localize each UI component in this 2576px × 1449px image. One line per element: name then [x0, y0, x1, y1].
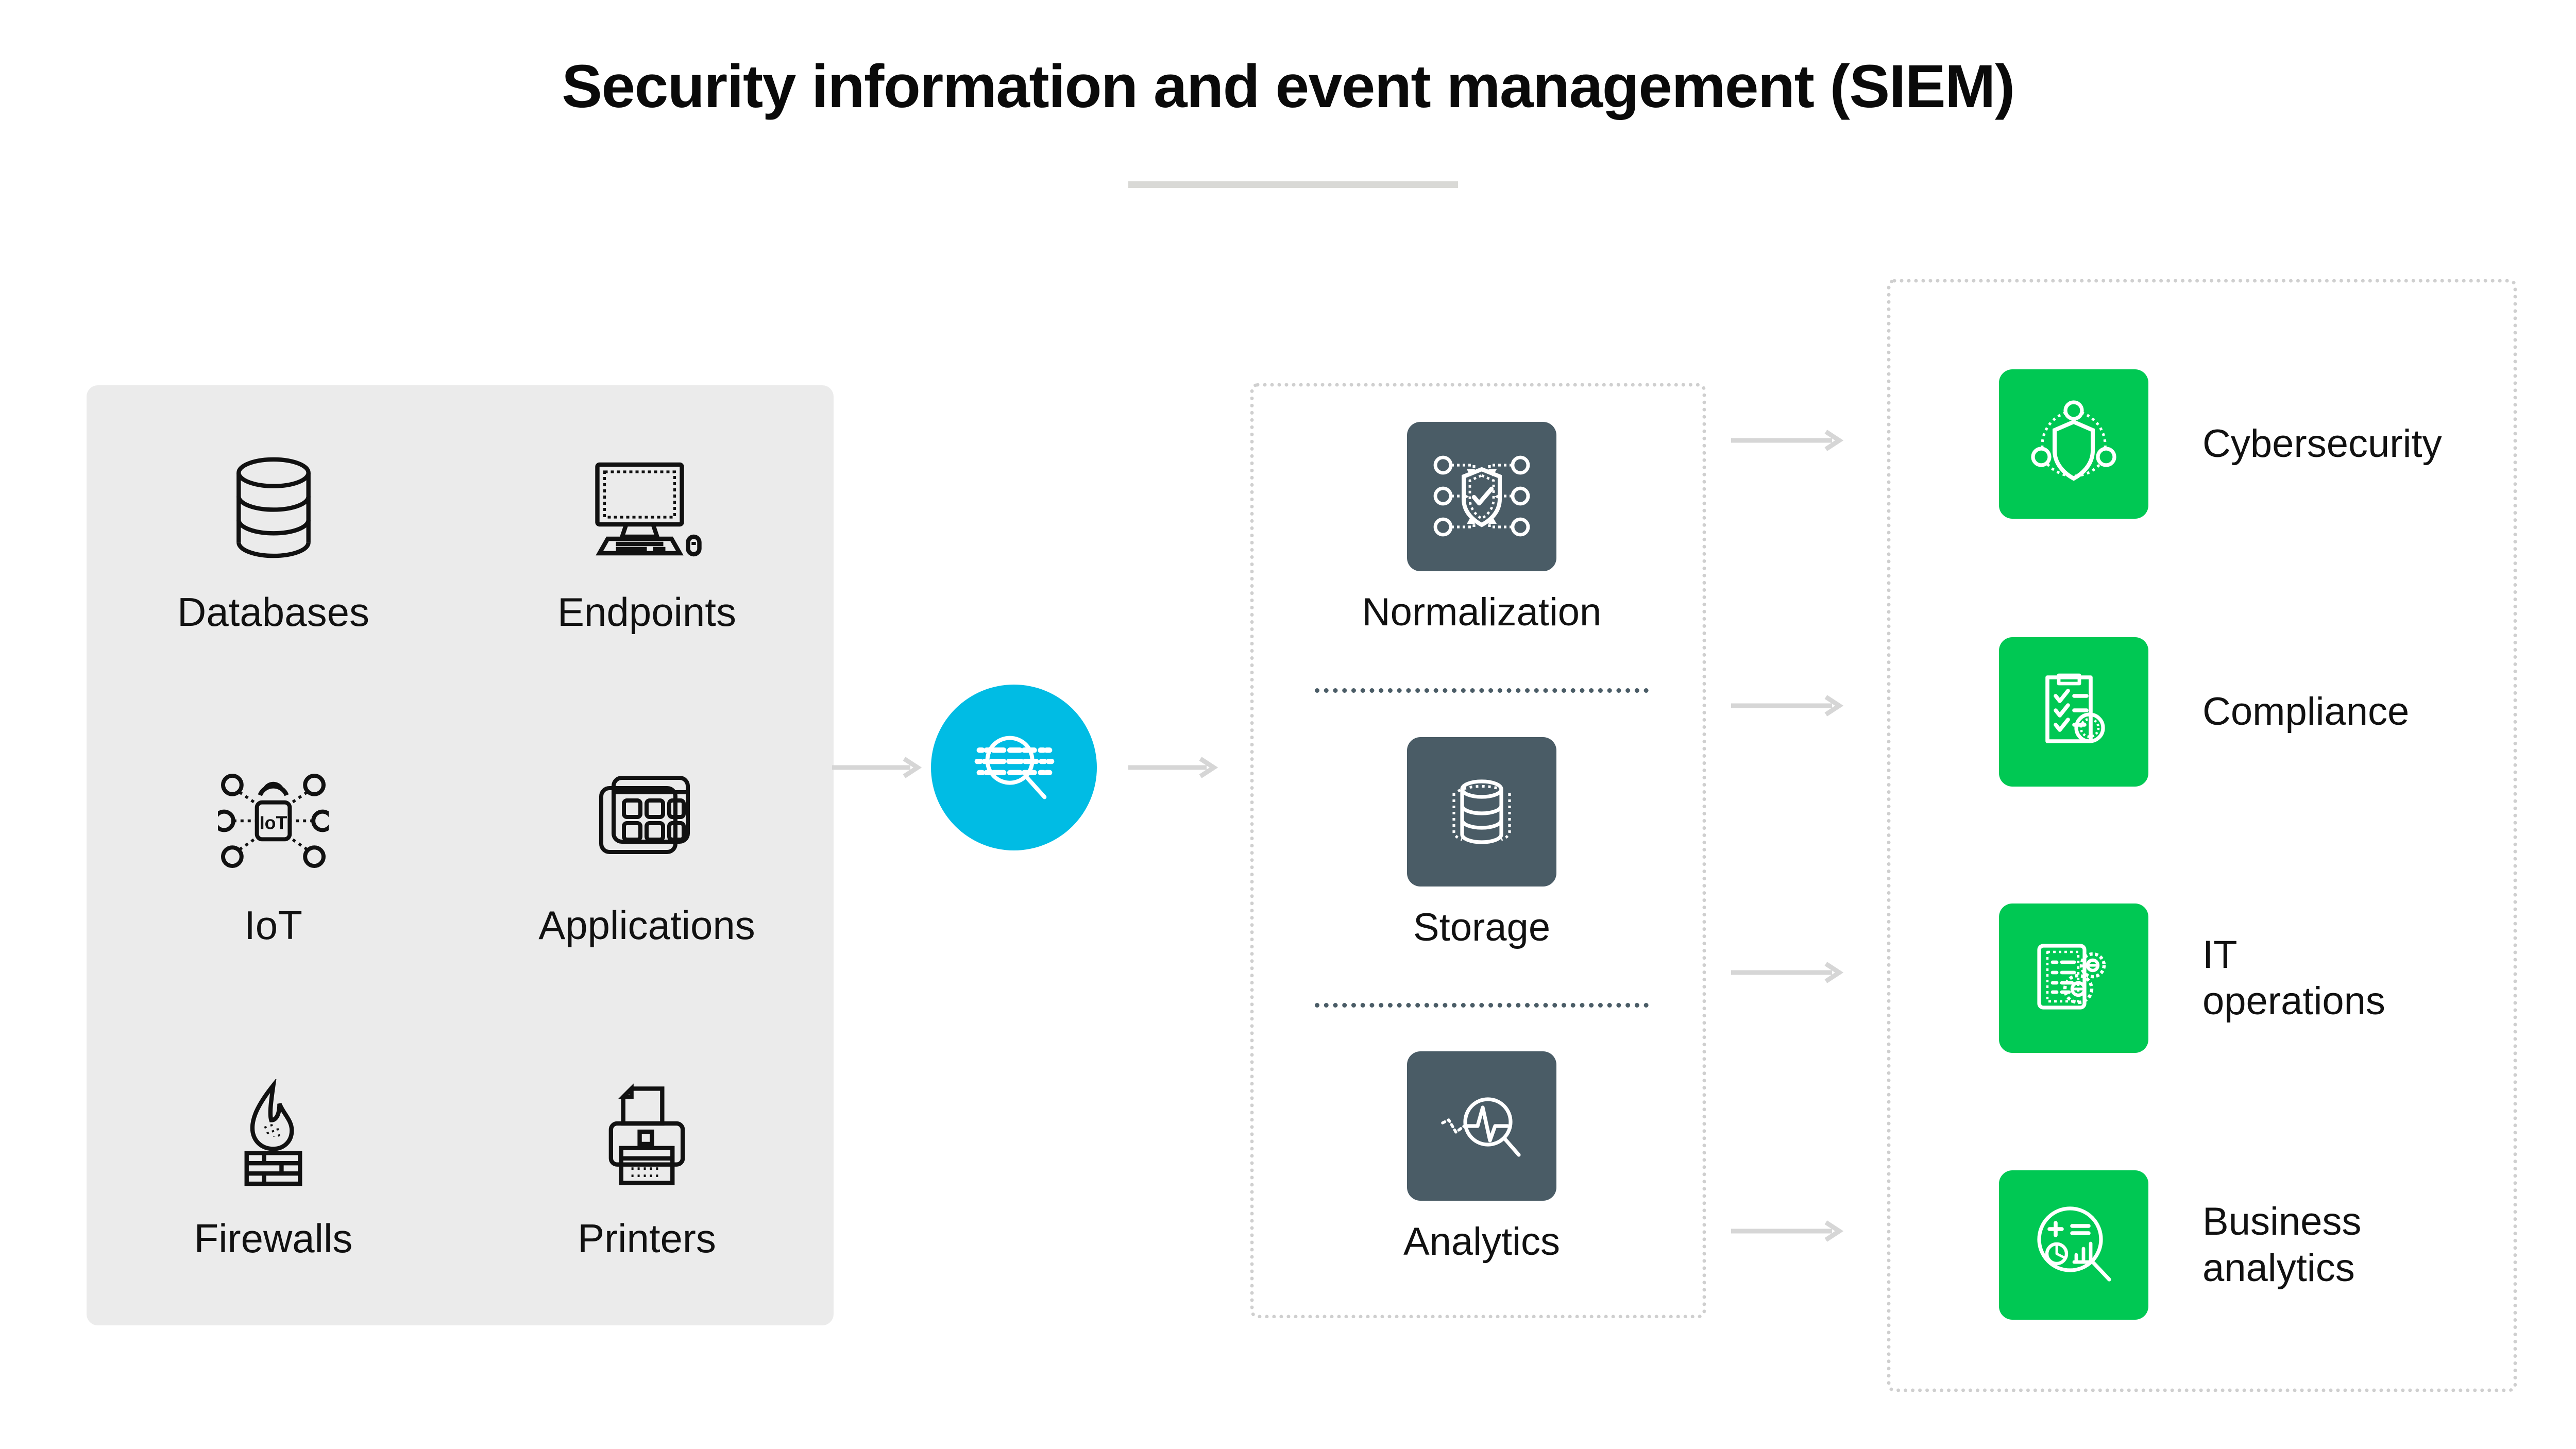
source-item-printers[interactable]: Printers [578, 1075, 716, 1262]
document-gears-icon [1999, 904, 2148, 1053]
stage-label: Analytics [1403, 1220, 1561, 1264]
database-icon [222, 449, 325, 567]
source-item-endpoints[interactable]: Endpoints [557, 449, 736, 636]
arrow-to-business-analytics [1731, 1213, 1850, 1252]
siem-hub[interactable] [931, 685, 1097, 850]
pipeline-separator-2 [1315, 1003, 1649, 1008]
source-item-firewalls[interactable]: Firewalls [194, 1075, 353, 1262]
page-title: Security information and event managemen… [562, 53, 2015, 121]
arrow-to-it-operations [1731, 954, 1850, 993]
pipeline-separator-1 [1315, 688, 1649, 693]
pipeline-stage-analytics[interactable]: Analytics [1254, 1051, 1709, 1264]
source-label: Applications [538, 902, 755, 948]
magnifying-glass-logs-icon [965, 718, 1063, 818]
firewall-flame-icon [226, 1075, 321, 1194]
pipeline-stage-normalization[interactable]: Normalization [1254, 422, 1709, 635]
magnifier-charts-icon [1999, 1170, 2148, 1320]
database-cylinder-icon [1407, 737, 1556, 887]
source-label: Printers [578, 1216, 716, 1262]
source-label: Endpoints [557, 589, 736, 635]
arrow-hub-to-pipeline [1128, 749, 1221, 788]
printer-icon [597, 1075, 697, 1194]
shield-check-nodes-icon [1407, 422, 1556, 571]
arrow-to-compliance [1731, 688, 1850, 726]
source-item-applications[interactable]: Applications [538, 762, 755, 949]
desktop-computer-icon [589, 449, 705, 567]
outcome-item-compliance[interactable]: Compliance [1999, 637, 2409, 787]
outcomes-panel: Cybersecurity Compliance [1887, 279, 2517, 1392]
source-label: Databases [177, 589, 369, 635]
data-sources-panel: Databases Endpoints [87, 385, 834, 1325]
outcome-label: Cybersecurity [2202, 422, 2442, 466]
outcome-item-cybersecurity[interactable]: Cybersecurity [1999, 369, 2442, 519]
processing-pipeline-panel: Normalization Storage [1250, 383, 1706, 1318]
clipboard-check-seal-icon [1999, 637, 2148, 787]
arrow-sources-to-hub [832, 749, 925, 788]
svg-text:IoT: IoT [260, 813, 287, 833]
arrow-to-cybersecurity [1731, 422, 1850, 461]
applications-grid-icon [593, 762, 701, 880]
iot-device-icon: IoT [218, 762, 329, 880]
outcome-label: Compliance [2202, 690, 2410, 734]
source-item-databases[interactable]: Databases [177, 449, 369, 636]
source-label: IoT [244, 902, 302, 948]
stage-label: Normalization [1362, 590, 1602, 634]
shield-network-icon [1999, 369, 2148, 519]
source-item-iot[interactable]: IoT IoT [218, 762, 329, 949]
source-label: Firewalls [194, 1216, 353, 1262]
pipeline-stage-storage[interactable]: Storage [1254, 737, 1709, 950]
title-underline-rule [1128, 181, 1458, 188]
magnifier-waveform-icon [1407, 1051, 1556, 1201]
stage-label: Storage [1413, 906, 1551, 949]
